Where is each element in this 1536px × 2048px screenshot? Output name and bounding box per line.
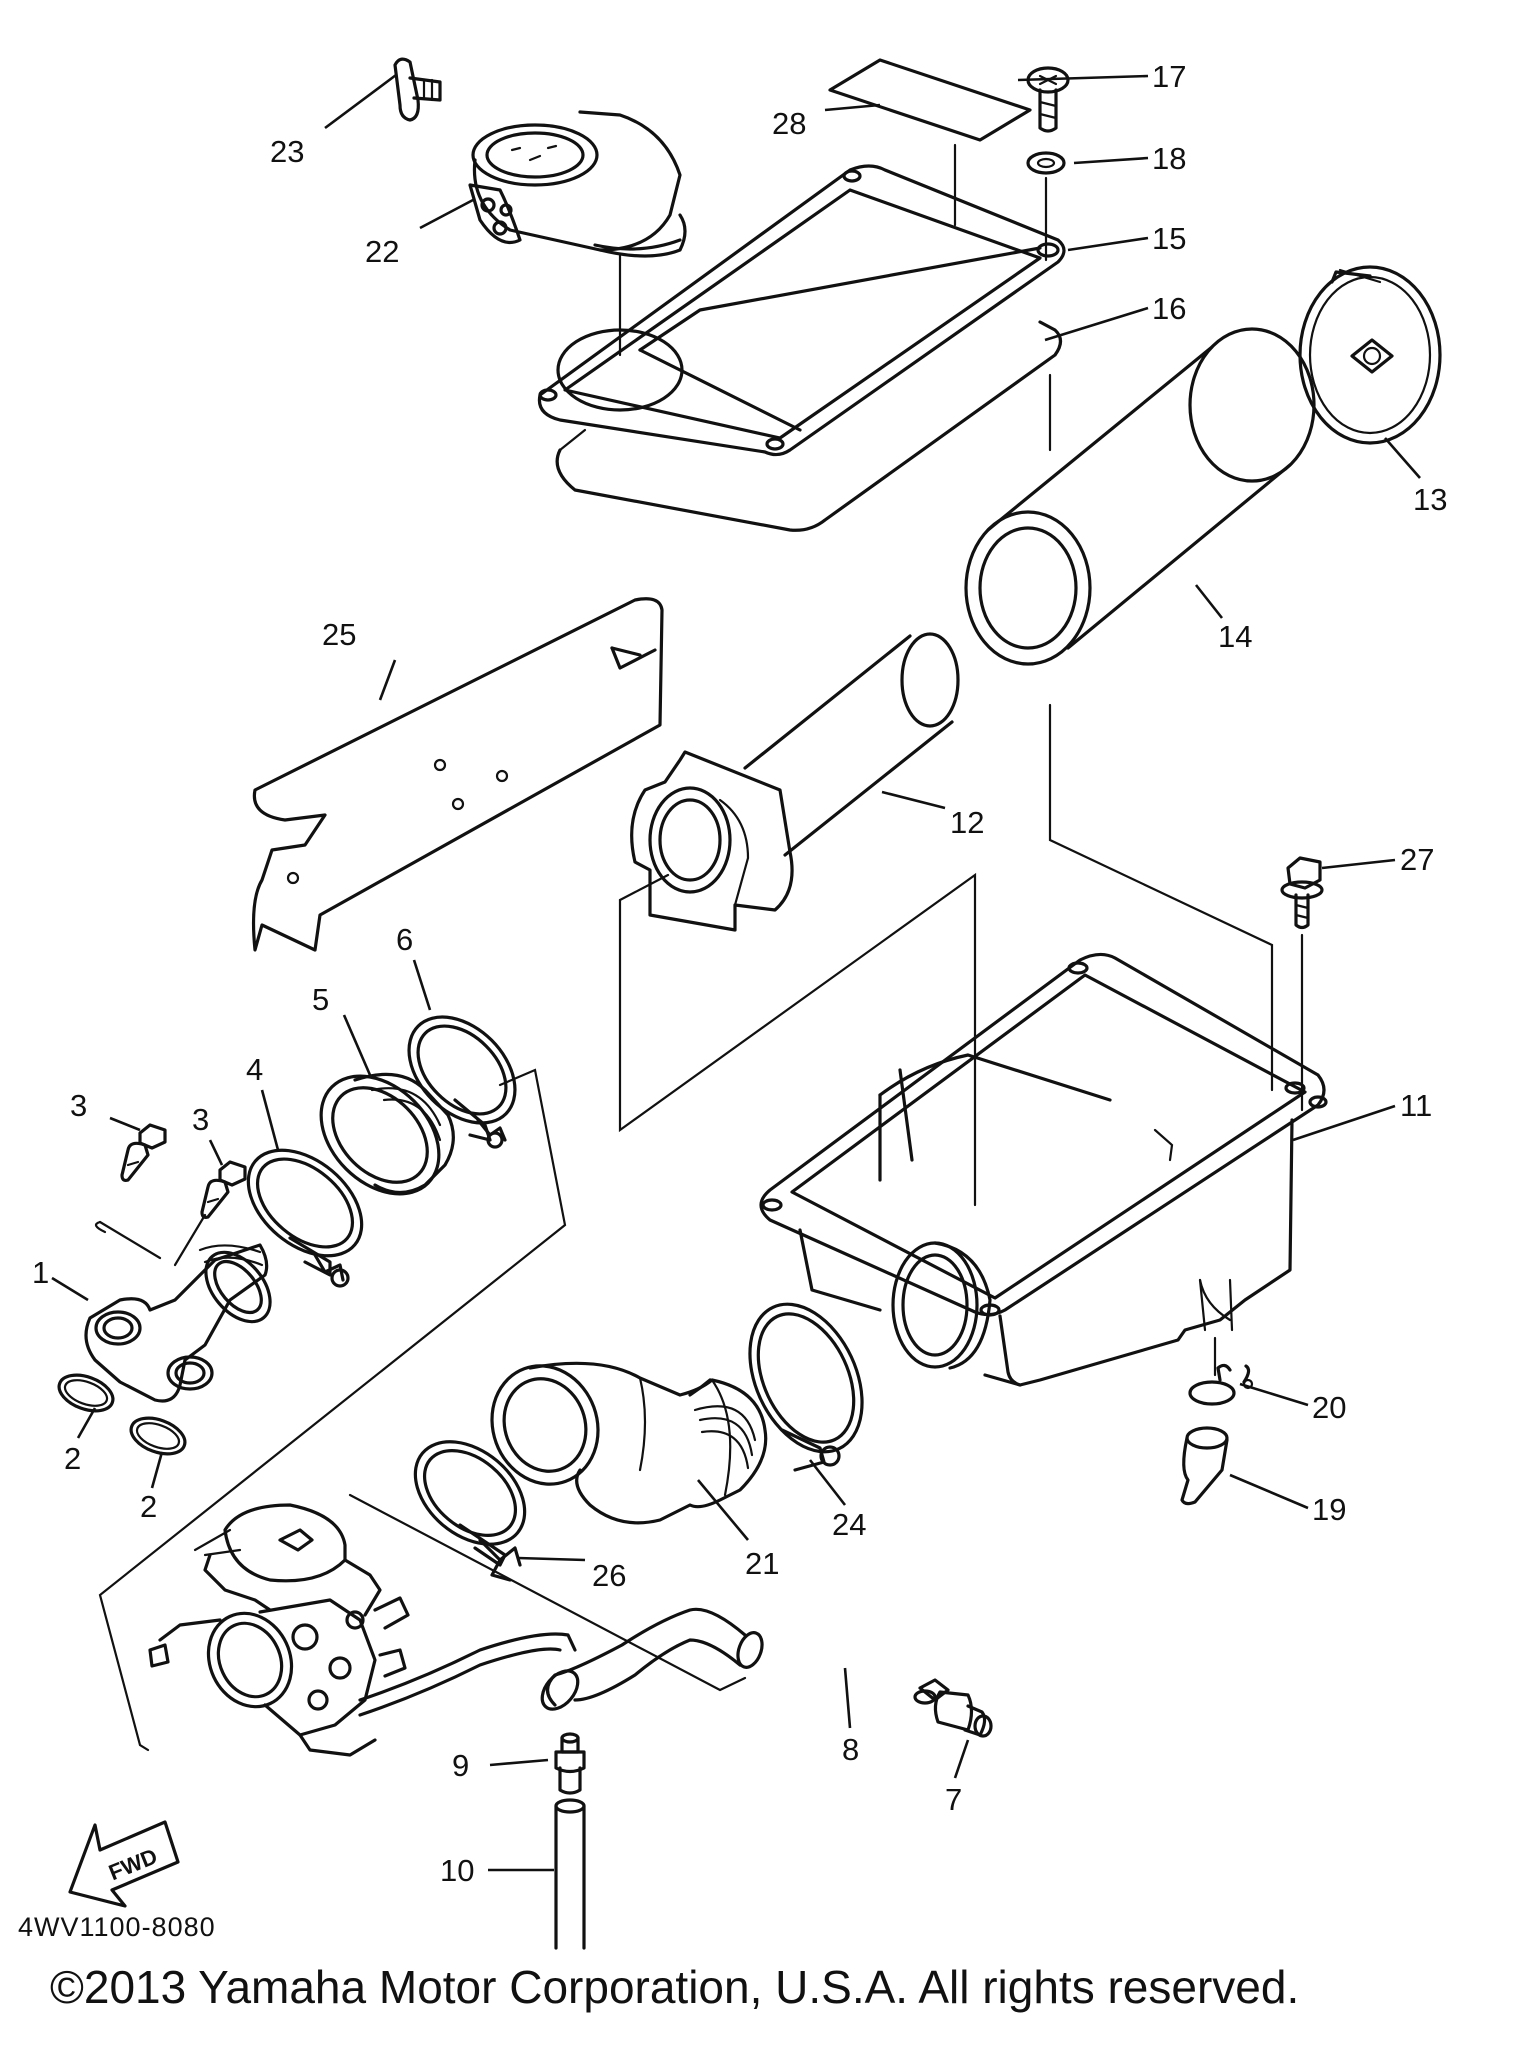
callout-11: 11 (1400, 1088, 1432, 1123)
exploded-parts-diagram: FWD (32, 57, 1447, 1950)
part-13-cap (1298, 265, 1442, 445)
callout-19: 19 (1312, 1492, 1346, 1527)
part-1-manifold (84, 1243, 272, 1403)
callout-2b: 2 (140, 1489, 157, 1524)
carburetor (148, 1503, 577, 1757)
part-24-clamp (748, 1302, 864, 1472)
part-8-hose (540, 1607, 764, 1711)
callout-24: 24 (832, 1507, 866, 1542)
callout-9: 9 (452, 1748, 469, 1783)
part-16-gasket (555, 320, 1063, 532)
part-5-joint (319, 1072, 455, 1196)
part-9-fitting (554, 1732, 586, 1795)
part-28-label (828, 58, 1032, 142)
callout-26: 26 (592, 1558, 626, 1593)
part-25-heat-protector (251, 597, 664, 952)
callout-27: 27 (1400, 842, 1434, 877)
fwd-label: FWD (105, 1843, 161, 1885)
part-27-bolt (1280, 856, 1324, 930)
callout-13: 13 (1413, 482, 1447, 517)
callout-20: 20 (1312, 1390, 1346, 1425)
part-20-clamp (1188, 1363, 1254, 1406)
catalog-code: 4WV1100-8080 (18, 1912, 216, 1942)
part-11-air-box-case (759, 952, 1328, 1387)
callout-8: 8 (842, 1732, 859, 1767)
fwd-arrow-icon: FWD (68, 1820, 180, 1908)
part-15-air-box-cover (537, 164, 1066, 457)
callout-7: 7 (945, 1782, 962, 1817)
part-22-intake-elbow (468, 110, 687, 258)
callout-17: 17 (1152, 59, 1186, 94)
part-2-o-ring-left (57, 1373, 115, 1413)
alignment-lines (94, 143, 1304, 1752)
part-26-clamp (413, 1440, 527, 1582)
callout-5: 5 (312, 982, 329, 1017)
part-6-clamp (407, 1015, 517, 1149)
part-10-hose (554, 1798, 586, 1950)
callout-15: 15 (1152, 221, 1186, 256)
part-3-bolt-left (120, 1123, 167, 1183)
part-4-clamp (246, 1148, 364, 1288)
callout-leaders (51, 73, 1421, 1872)
callout-1: 1 (32, 1255, 49, 1290)
callout-4: 4 (246, 1052, 263, 1087)
part-23-breather-fitting (393, 57, 442, 122)
callout-18: 18 (1152, 141, 1186, 176)
copyright-notice: ©2013 Yamaha Motor Corporation, U.S.A. A… (50, 1961, 1300, 2013)
callout-28: 28 (772, 106, 806, 141)
callout-16: 16 (1152, 291, 1186, 326)
callout-14: 14 (1218, 619, 1252, 654)
callout-23: 23 (270, 134, 304, 169)
callout-numbers: 17 18 15 16 28 22 23 13 14 12 25 27 11 2… (32, 59, 1447, 1888)
callout-10: 10 (440, 1853, 474, 1888)
part-2-o-ring-right (129, 1416, 187, 1456)
part-3-bolt-right (200, 1160, 247, 1220)
part-21-intake-joint (490, 1361, 768, 1525)
callout-21: 21 (745, 1546, 779, 1581)
callout-12: 12 (950, 805, 984, 840)
callout-3a: 3 (70, 1088, 87, 1123)
part-7-fitting (913, 1678, 993, 1738)
part-19-drain-plug (1180, 1426, 1229, 1506)
part-18-washer (1026, 151, 1066, 175)
callout-2a: 2 (64, 1441, 81, 1476)
callout-22: 22 (365, 234, 399, 269)
part-14-air-filter (964, 327, 1316, 666)
callout-25: 25 (322, 617, 356, 652)
part-12-filter-guide (630, 632, 960, 932)
callout-3b: 3 (192, 1102, 209, 1137)
part-17-screw (1026, 66, 1070, 133)
callout-6: 6 (396, 922, 413, 957)
